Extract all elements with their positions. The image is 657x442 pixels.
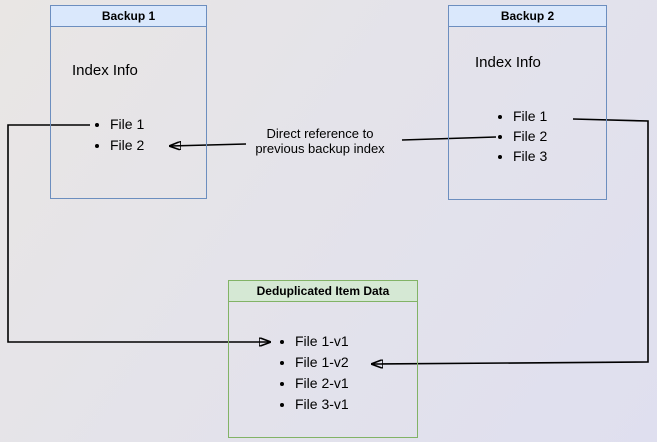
backup1-index-info-label: Index Info bbox=[72, 62, 138, 79]
dedup-file-list: File 1-v1 File 1-v2 File 2-v1 File 3-v1 bbox=[275, 331, 349, 415]
list-item: File 2 bbox=[513, 126, 547, 146]
backup1-node: Backup 1 bbox=[50, 5, 207, 199]
backup1-file-list: File 1 File 2 bbox=[90, 114, 144, 156]
backup2-index-info-label: Index Info bbox=[475, 54, 541, 71]
backup2-title: Backup 2 bbox=[449, 6, 606, 27]
list-item: File 1 bbox=[110, 114, 144, 135]
list-item: File 3 bbox=[513, 146, 547, 166]
dedup-node: Deduplicated Item Data bbox=[228, 280, 418, 438]
list-item: File 1-v1 bbox=[295, 331, 349, 352]
annotation-line2: previous backup index bbox=[255, 141, 385, 156]
list-item: File 2-v1 bbox=[295, 373, 349, 394]
annotation-line1: Direct reference to bbox=[266, 126, 374, 141]
list-item: File 1-v2 bbox=[295, 352, 349, 373]
backup2-node: Backup 2 bbox=[448, 5, 607, 200]
list-item: File 2 bbox=[110, 135, 144, 156]
list-item: File 3-v1 bbox=[295, 394, 349, 415]
dedup-title: Deduplicated Item Data bbox=[229, 281, 417, 302]
backup1-title: Backup 1 bbox=[51, 6, 206, 27]
backup2-file-list: File 1 File 2 File 3 bbox=[493, 106, 547, 166]
list-item: File 1 bbox=[513, 106, 547, 126]
direct-reference-annotation: Direct reference to previous backup inde… bbox=[235, 126, 405, 156]
